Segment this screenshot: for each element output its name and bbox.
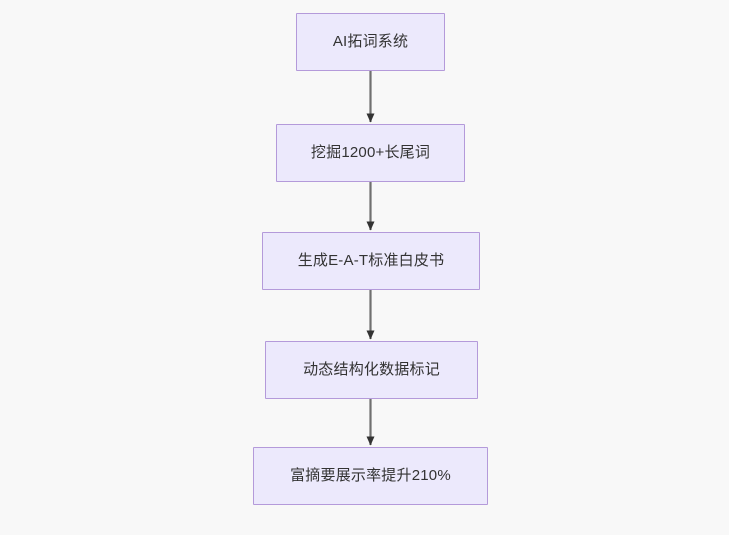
flow-node-label: 生成E-A-T标准白皮书 [297,252,445,269]
flow-node-dynamic-structured-data-markup[interactable]: 动态结构化数据标记 [265,341,478,399]
flow-node-ai-keyword-system[interactable]: AI拓词系统 [296,13,445,71]
flow-node-label: AI拓词系统 [332,33,409,50]
flow-node-label: 富摘要展示率提升210% [290,467,451,484]
flow-node-rich-snippet-rate-increase[interactable]: 富摘要展示率提升210% [253,447,488,505]
flow-node-label: 挖掘1200+长尾词 [310,144,431,161]
flow-node-label: 动态结构化数据标记 [303,361,440,378]
flow-node-mine-longtail-keywords[interactable]: 挖掘1200+长尾词 [276,124,465,182]
flow-node-generate-eat-whitepaper[interactable]: 生成E-A-T标准白皮书 [262,232,480,290]
